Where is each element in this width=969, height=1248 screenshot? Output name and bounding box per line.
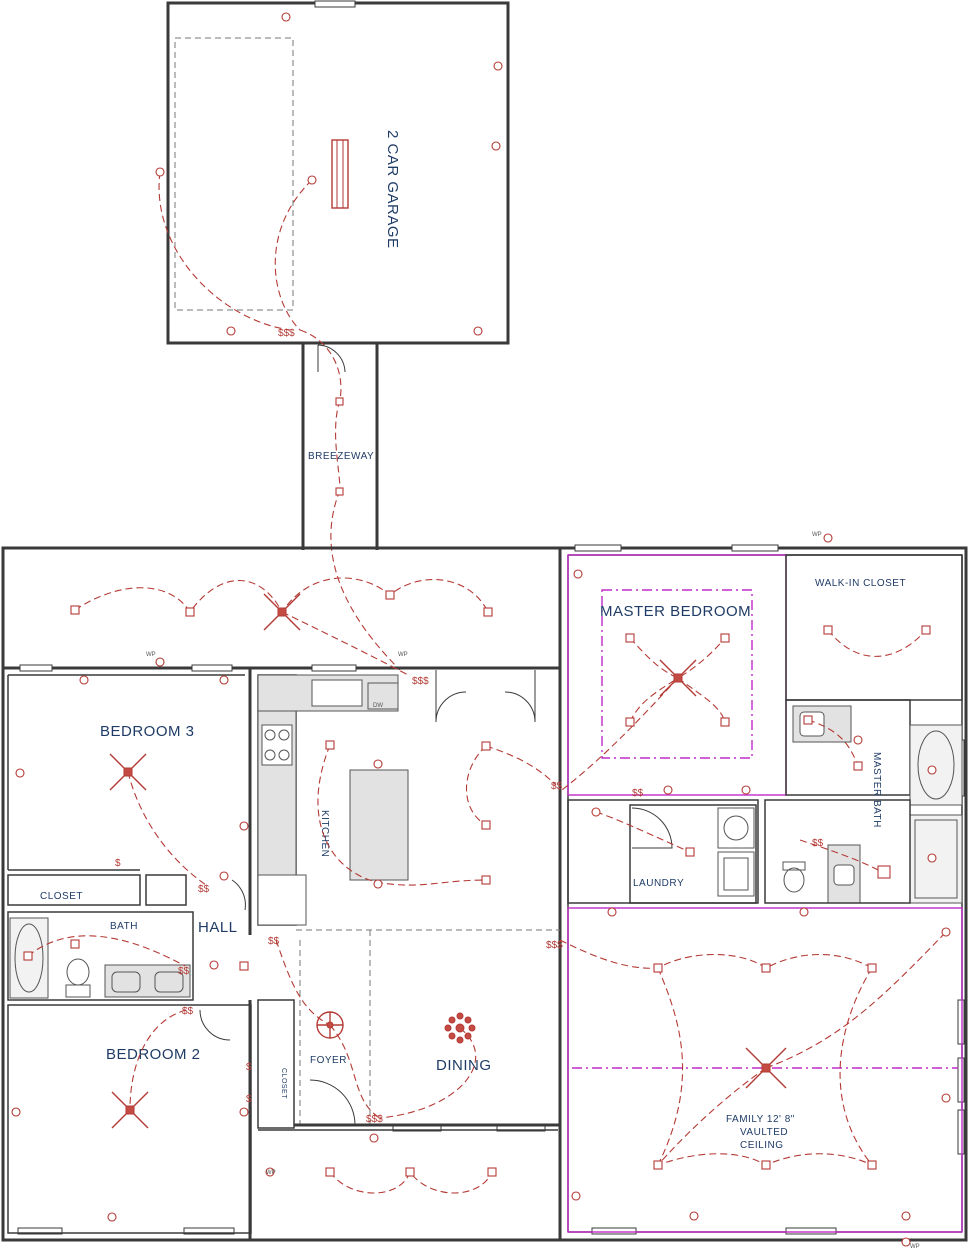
foyer-light-icon: [316, 1011, 344, 1039]
svg-text:WP: WP: [146, 652, 156, 658]
bedroom2-label: BEDROOM 2: [106, 1046, 201, 1063]
dining-label: DINING: [436, 1057, 492, 1074]
laundry-label: LAUNDRY: [633, 878, 684, 889]
svg-text:$$: $$: [632, 788, 644, 799]
svg-text:$$$: $$$: [366, 1114, 383, 1125]
fan-family: [745, 1047, 787, 1089]
breezeway-label: BREEZEWAY: [308, 451, 374, 462]
svg-text:WP: WP: [812, 532, 822, 538]
master-bath-label: MASTER BATH: [871, 752, 882, 828]
fan-porch: [263, 593, 301, 631]
breezeway-walls: [301, 343, 379, 550]
garage-label: 2 CAR GARAGE: [384, 130, 401, 249]
bath-label: BATH: [110, 921, 138, 932]
switches: $$$ $$ $$ $$ $ $$ $$$ $$$ $$ $$ $$ $ $: [115, 676, 824, 1125]
wp-markers: WP WP WP WP WP: [146, 532, 920, 1248]
hall-label: HALL: [198, 919, 238, 936]
family-label-2: VAULTED: [740, 1127, 788, 1138]
recessed-lights: [23, 590, 931, 1177]
house-wiring: [27, 577, 947, 1194]
kitchen-label: KITCHEN: [319, 810, 330, 857]
house-walls: DW: [1, 544, 968, 1242]
svg-text:$$: $$: [182, 1006, 194, 1017]
svg-text:$$: $$: [268, 936, 280, 947]
svg-text:$: $: [246, 1094, 252, 1105]
master-bedroom-label: MASTER BEDROOM: [600, 603, 751, 620]
svg-text:WP: WP: [266, 1170, 276, 1176]
svg-text:$$: $$: [178, 966, 190, 977]
svg-text:$$$: $$$: [546, 940, 563, 951]
bedroom3-label: BEDROOM 3: [100, 723, 195, 740]
dishwasher-label: DW: [373, 703, 383, 709]
svg-text:WP: WP: [398, 652, 408, 658]
receptacles: [11, 533, 951, 1247]
fan-bedroom3: [109, 753, 147, 791]
breezeway-wiring: [330, 397, 401, 671]
fan-master-bedroom: [659, 659, 697, 697]
svg-text:$: $: [246, 1062, 252, 1073]
svg-text:$$: $$: [198, 884, 210, 895]
closet-label: CLOSET: [40, 891, 83, 902]
svg-text:$$: $$: [551, 781, 563, 792]
garage-switch: $$$: [278, 328, 295, 339]
closet-hall-label: CLOSET: [280, 1068, 287, 1099]
svg-text:$: $: [115, 858, 121, 869]
svg-text:$$: $$: [812, 838, 824, 849]
svg-text:$$$: $$$: [412, 676, 429, 687]
walk-in-closet-label: WALK-IN CLOSET: [815, 578, 906, 589]
garage-wiring: $$$: [155, 12, 503, 401]
family-label-3: CEILING: [740, 1140, 784, 1151]
family-label-1: FAMILY 12' 8": [726, 1114, 795, 1125]
fan-bedroom2: [111, 1091, 149, 1129]
svg-text:WP: WP: [910, 1244, 920, 1248]
foyer-label: FOYER: [310, 1055, 347, 1066]
chandelier-icon: [444, 1012, 476, 1044]
garage-walls: [166, 0, 510, 345]
